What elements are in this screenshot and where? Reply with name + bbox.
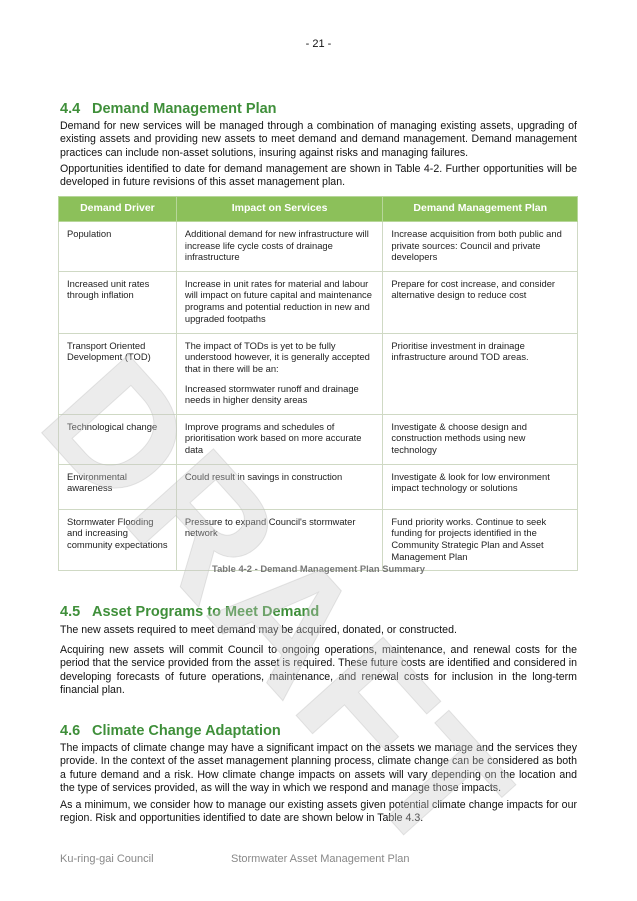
section-4-5-heading: 4.5 Asset Programs to Meet Demand — [60, 604, 319, 620]
paragraph: Opportunities identified to date for dem… — [60, 163, 577, 189]
paragraph: Demand for new services will be managed … — [60, 120, 577, 159]
table-row: Technological change Improve programs an… — [58, 413, 578, 465]
driver-cell: Technological change — [58, 413, 177, 465]
column-header: Demand Driver — [58, 196, 177, 222]
driver-cell: Population — [58, 221, 177, 272]
column-header: Impact on Services — [175, 196, 384, 222]
footer-document-title: Stormwater Asset Management Plan — [231, 853, 410, 865]
plan-cell: Investigate & choose design and construc… — [382, 413, 578, 465]
section-number: 4.4 — [60, 101, 81, 117]
impact-cell: The impact of TODs is yet to be fully un… — [175, 332, 384, 415]
impact-cell: Pressure to expand Council's stormwater … — [175, 508, 384, 572]
paragraph: As a minimum, we consider how to manage … — [60, 799, 577, 825]
paragraph: The new assets required to meet demand m… — [60, 624, 457, 636]
table-row: Population Additional demand for new inf… — [58, 221, 578, 272]
impact-text: Increased stormwater runoff and drainage… — [184, 382, 359, 406]
table-row: Environmental awareness Could result in … — [58, 463, 578, 510]
impact-cell: Increase in unit rates for material and … — [175, 270, 384, 334]
driver-cell: Increased unit rates through inflation — [58, 270, 177, 334]
footer-organisation: Ku-ring-gai Council — [60, 853, 154, 865]
paragraph: Acquiring new assets will commit Council… — [60, 644, 577, 697]
plan-cell: Increase acquisition from both public an… — [382, 221, 578, 272]
plan-cell: Prioritise investment in drainage infras… — [382, 332, 578, 415]
table-row: Increased unit rates through inflation I… — [58, 270, 578, 334]
table-caption: Table 4-2 - Demand Management Plan Summa… — [212, 563, 425, 574]
section-4-4-heading: 4.4 Demand Management Plan — [60, 101, 277, 117]
table-row: Transport Oriented Development (TOD) The… — [58, 332, 578, 415]
impact-cell: Improve programs and schedules of priori… — [175, 413, 384, 465]
section-4-6-heading: 4.6 Climate Change Adaptation — [60, 723, 281, 739]
section-title: Demand Management Plan — [92, 101, 277, 117]
plan-cell: Fund priority works. Continue to seek fu… — [382, 508, 578, 572]
section-number: 4.6 — [60, 723, 81, 739]
table-row: Stormwater Flooding and increasing commu… — [58, 508, 578, 572]
section-title: Climate Change Adaptation — [92, 723, 281, 739]
demand-management-table: Demand Driver Impact on Services Demand … — [58, 196, 578, 572]
driver-cell: Environmental awareness — [58, 463, 177, 510]
plan-cell: Investigate & look for low environment i… — [382, 463, 578, 510]
impact-text: The impact of TODs is yet to be fully un… — [184, 339, 370, 374]
plan-cell: Prepare for cost increase, and consider … — [382, 270, 578, 334]
page-number: - 21 - — [305, 38, 332, 50]
impact-cell: Could result in savings in construction — [175, 463, 384, 510]
paragraph: The impacts of climate change may have a… — [60, 742, 577, 795]
table-header-row: Demand Driver Impact on Services Demand … — [58, 196, 578, 222]
driver-cell: Transport Oriented Development (TOD) — [58, 332, 177, 415]
column-header: Demand Management Plan — [382, 196, 578, 222]
section-number: 4.5 — [60, 604, 81, 620]
section-title: Asset Programs to Meet Demand — [92, 604, 320, 620]
driver-cell: Stormwater Flooding and increasing commu… — [58, 508, 177, 572]
impact-cell: Additional demand for new infrastructure… — [175, 221, 384, 272]
